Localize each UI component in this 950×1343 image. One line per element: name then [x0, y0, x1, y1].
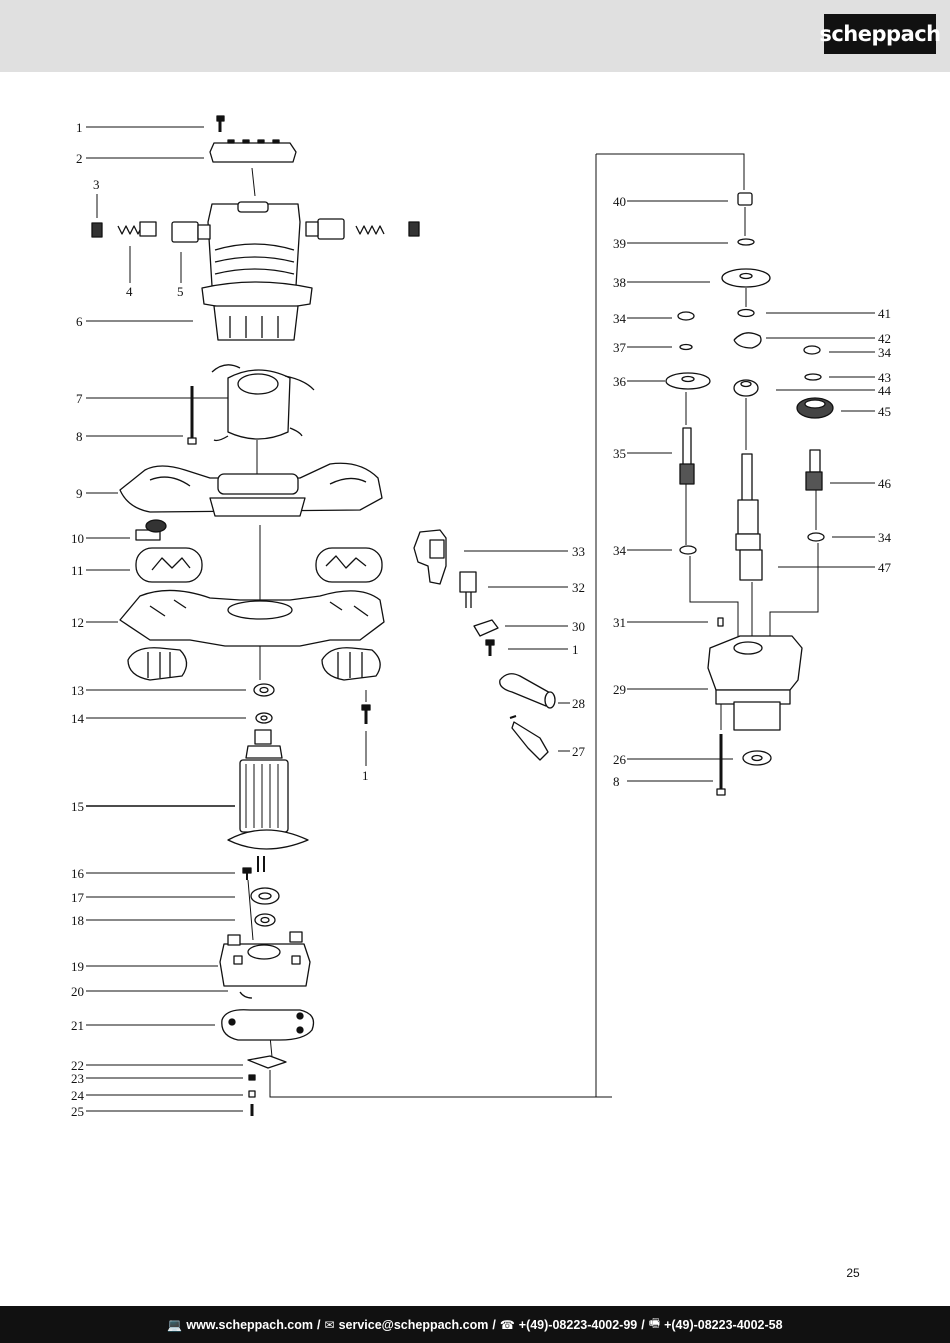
part-label-41: 41 [878, 306, 891, 321]
part-label-25: 25 [71, 1104, 84, 1119]
part-label-40: 40 [613, 194, 626, 209]
footer-email[interactable]: service@scheppach.com [338, 1317, 489, 1332]
telephone-icon: ☎ [499, 1317, 515, 1332]
part-label-30: 30 [572, 619, 585, 634]
part-label-13: 13 [71, 683, 84, 698]
envelope-icon: ✉ [324, 1317, 335, 1332]
part-label-15: 15 [71, 799, 84, 814]
part-label-43: 43 [878, 370, 891, 385]
part-label-28: 28 [572, 696, 585, 711]
part-label-31: 31 [613, 615, 626, 630]
part-label-8b: 8 [613, 774, 620, 789]
part-label-11: 11 [71, 563, 84, 578]
footer-website[interactable]: www.scheppach.com [186, 1317, 314, 1332]
part-label-32: 32 [572, 580, 585, 595]
part-label-38: 38 [613, 275, 626, 290]
part-label-5: 5 [177, 284, 184, 299]
page-number: 25 [846, 1266, 860, 1280]
fax-icon: 🖷 [648, 1316, 661, 1330]
footer-contact-bar: 💻 www.scheppach.com / ✉ service@scheppac… [0, 1306, 950, 1343]
part-label-27: 27 [572, 744, 586, 759]
footer-fax[interactable]: +(49)-08223-4002-58 [664, 1317, 783, 1332]
part-label-34b: 34 [878, 345, 892, 360]
part-label-10: 10 [71, 531, 84, 546]
part-label-47: 47 [878, 560, 892, 575]
part-label-39: 39 [613, 236, 626, 251]
part-label-44: 44 [878, 383, 892, 398]
part-label-35: 35 [613, 446, 626, 461]
footer-separator: / [317, 1317, 321, 1332]
part-label-4: 4 [126, 284, 133, 299]
part-label-3: 3 [93, 177, 100, 192]
part-label-1: 1 [76, 120, 83, 135]
part-label-34c: 34 [613, 543, 627, 558]
part-label-7: 7 [76, 391, 83, 406]
part-label-1b: 1 [362, 768, 369, 783]
part-label-24: 24 [71, 1088, 85, 1103]
part-label-17: 17 [71, 890, 85, 905]
part-label-14: 14 [71, 711, 85, 726]
part-label-19: 19 [71, 959, 84, 974]
part-label-12: 12 [71, 615, 84, 630]
part-label-2: 2 [76, 151, 83, 166]
part-label-20: 20 [71, 984, 84, 999]
part-label-36: 36 [613, 374, 627, 389]
part-label-22: 22 [71, 1058, 84, 1073]
header-band [0, 0, 950, 72]
part-label-46: 46 [878, 476, 892, 491]
part-label-1c: 1 [572, 642, 579, 657]
part-label-23: 23 [71, 1071, 84, 1086]
part-label-9: 9 [76, 486, 83, 501]
computer-icon: 💻 [167, 1317, 183, 1332]
part-label-33: 33 [572, 544, 585, 559]
footer-separator: / [641, 1317, 645, 1332]
part-label-8: 8 [76, 429, 83, 444]
part-label-6: 6 [76, 314, 83, 329]
part-label-18: 18 [71, 913, 84, 928]
footer-separator: / [492, 1317, 496, 1332]
part-label-45: 45 [878, 404, 891, 419]
part-label-42: 42 [878, 331, 891, 346]
scheppach-logo: scheppach [819, 14, 941, 54]
part-label-21: 21 [71, 1018, 84, 1033]
part-label-34a: 34 [613, 311, 627, 326]
part-label-29: 29 [613, 682, 626, 697]
part-label-16: 16 [71, 866, 85, 881]
footer-phone[interactable]: +(49)-08223-4002-99 [518, 1317, 638, 1332]
part-label-34d: 34 [878, 530, 892, 545]
part-label-37: 37 [613, 340, 627, 355]
part-label-26: 26 [613, 752, 627, 767]
